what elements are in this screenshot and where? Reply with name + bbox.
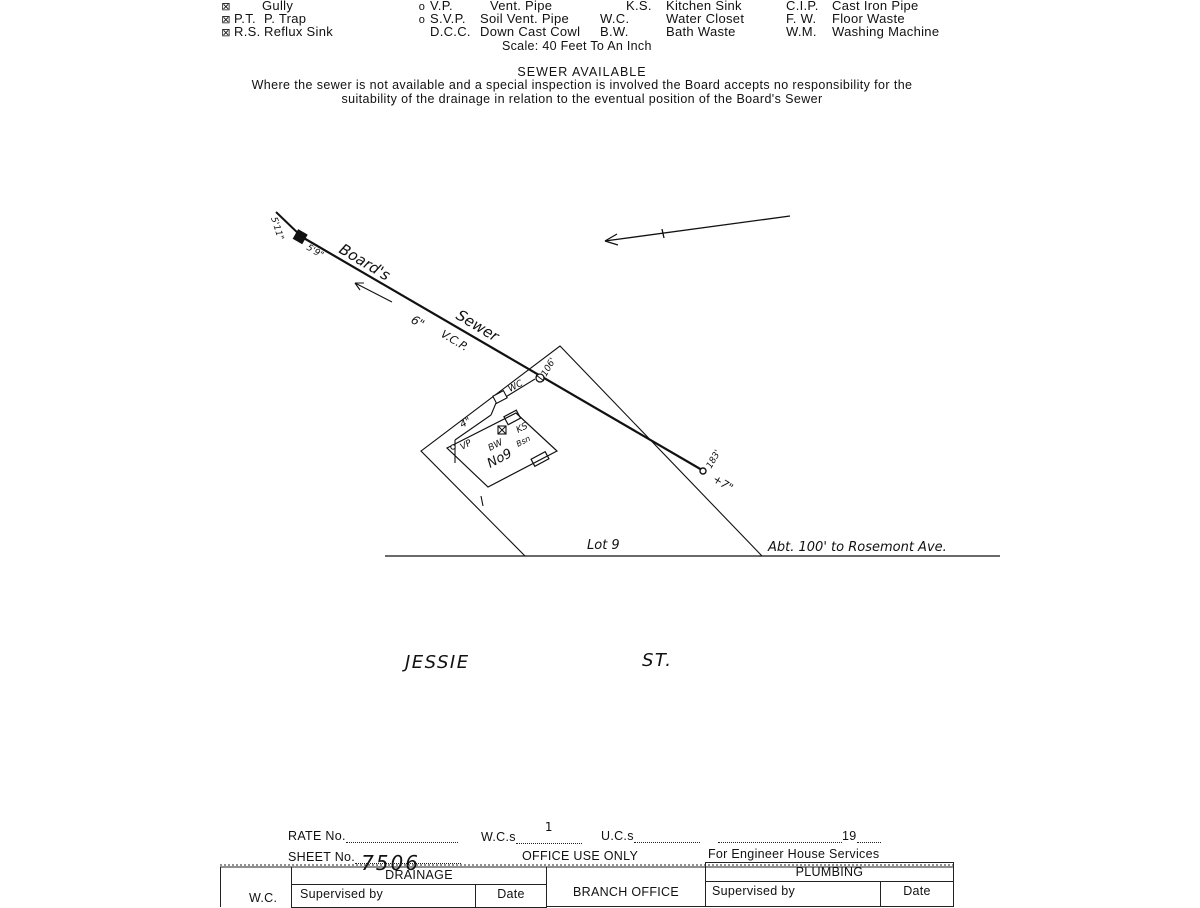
supervised-by-drainage-cell: Supervised by	[291, 884, 476, 908]
sewer-end-icon	[699, 467, 707, 475]
end-size-label: +7"	[710, 472, 735, 494]
notice-line-1: Where the sewer is not available and a s…	[251, 78, 913, 92]
lot-label: Lot 9	[587, 538, 620, 553]
supervised-by-plumbing-cell: Supervised by	[705, 881, 881, 907]
legend-row-washing-machine: W.M.Washing Machine	[786, 24, 940, 39]
reflux-sink-symbol-icon: ⊠	[221, 27, 231, 39]
street-name-st: ST.	[642, 650, 673, 671]
wc-label: WC	[507, 378, 526, 394]
notice-line-2: suitability of the drainage in relation …	[341, 92, 823, 106]
rate-number-field: RATE No.	[288, 829, 458, 843]
distance-label: Abt. 100' to Rosemont Ave.	[767, 540, 947, 555]
office-use-heading: OFFICE USE ONLY	[522, 849, 639, 863]
house-outline	[445, 409, 559, 488]
wc-column-cell: W.C.	[220, 867, 292, 907]
legend-row-bath-waste: B.W.Bath Waste	[600, 24, 736, 39]
form-rules	[220, 864, 953, 868]
street-name-jessie: JESSIE	[402, 652, 470, 673]
p-trap-symbol-icon: ⊠	[221, 14, 231, 26]
wcs-value: 1	[544, 820, 553, 834]
gully-symbol-icon: ⊠	[221, 1, 231, 13]
vent-pipe-icon	[450, 444, 456, 450]
depth-start-label-2: 5'9"	[304, 243, 325, 261]
engineer-heading: For Engineer House Services	[708, 847, 880, 861]
legend-row-p-trap: ⊠P.T.P. Trap	[218, 12, 333, 26]
branch-size-label: 4"	[458, 416, 473, 431]
sheet-number-value: 7506	[361, 851, 420, 875]
scale-note: Scale: 40 Feet To An Inch	[502, 39, 652, 53]
legend-column-fixtures: K.S.Kitchen Sink W.C.Water Closet B.W.Ba…	[600, 0, 744, 38]
ucs-field: U.C.s	[601, 829, 700, 843]
flow-direction-arrow-icon	[354, 282, 393, 303]
date-drainage-cell: Date	[475, 884, 547, 908]
legend-row-kitchen-sink: K.S.Kitchen Sink	[626, 0, 742, 13]
legend-row-gully: ⊠Gully	[218, 0, 333, 13]
north-arrow-icon	[604, 215, 791, 246]
sheet-number-field: SHEET No.7506	[288, 850, 462, 875]
lot-boundary	[420, 345, 763, 557]
date-plumbing-cell: Date	[880, 881, 954, 907]
drainage-header-cell: DRAINAGE	[291, 867, 547, 885]
legend-row-cast-iron-pipe: C.I.P.Cast Iron Pipe	[786, 0, 919, 13]
legend-row-reflux-sink: ⊠R.S.Reflux Sink	[218, 25, 333, 39]
sewer-manhole-icon	[292, 229, 308, 245]
rate-number-blank	[345, 842, 458, 843]
notice-title: SEWER AVAILABLE	[517, 65, 647, 79]
legend-row-water-closet: W.C.Water Closet	[600, 11, 745, 26]
soil-vent-pipe-symbol-icon: o	[418, 14, 426, 26]
wc-fixture-icon	[492, 389, 508, 405]
date-year-field: 19	[718, 829, 881, 843]
depth-start-label: 5'11"	[268, 216, 285, 242]
ks-label: KS	[515, 421, 530, 435]
branch-office-cell: BRANCH OFFICE	[546, 867, 706, 907]
house-type-label: Bsn	[515, 434, 532, 449]
branch-drain	[454, 378, 536, 463]
legend-column-fittings: ⊠Gully ⊠P.T.P. Trap ⊠R.S.Reflux Sink	[218, 0, 333, 39]
pipe-size-label: 6"	[408, 313, 426, 332]
legend-row-floor-waste: F. W.Floor Waste	[786, 11, 905, 26]
wcs-field: W.C.s1	[481, 820, 582, 844]
legend-column-materials: C.I.P.Cast Iron Pipe F. W.Floor Waste W.…	[786, 0, 939, 38]
plumbing-header-cell: PLUMBING	[705, 862, 954, 882]
end-depth-label: 183'	[705, 448, 723, 470]
vent-pipe-symbol-icon: o	[418, 1, 426, 13]
legend-row-down-cast-cowl: D.C.C.Down Cast Cowl	[430, 24, 581, 39]
